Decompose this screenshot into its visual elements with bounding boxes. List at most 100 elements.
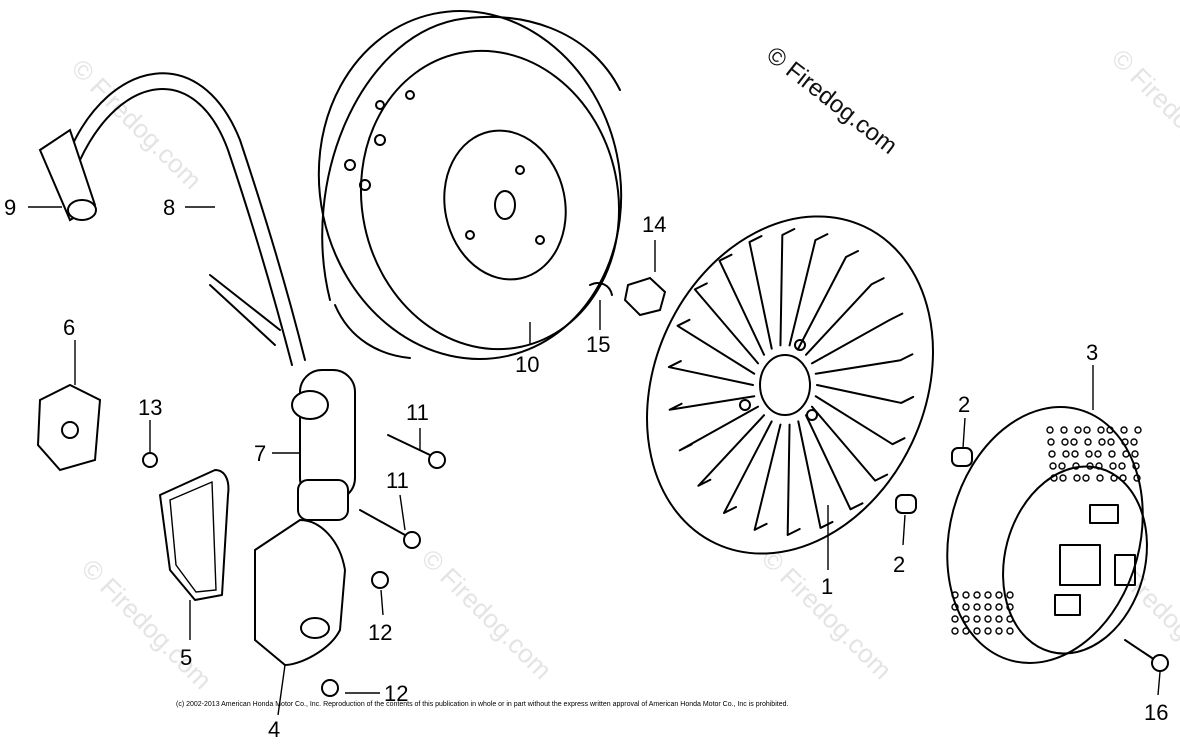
fan-blade: [797, 249, 859, 350]
pulley-vent-hole: [984, 615, 992, 623]
pulley-vent-hole: [1131, 450, 1139, 458]
pulley-vent-hole: [951, 603, 959, 611]
callout-7: 7: [254, 441, 266, 466]
pulley-vent-hole: [951, 591, 959, 599]
fan-blade: [676, 318, 756, 375]
fan-blade: [668, 395, 756, 411]
callout-12: 12: [384, 681, 408, 706]
fan-blade: [814, 395, 906, 446]
pulley-vent-hole: [995, 591, 1003, 599]
flywheel-part-10: [317, 10, 623, 360]
pulley-vent-hole: [995, 627, 1003, 635]
pulley-vent-hole: [973, 615, 981, 623]
pulley-vent-hole: [1050, 474, 1058, 482]
pulley-vent-hole: [1072, 462, 1080, 470]
watermark-faint: © Firedog.com: [756, 543, 898, 685]
pulley-vent-hole: [1134, 426, 1142, 434]
fan-blade: [804, 414, 864, 511]
pulley-vent-hole: [1082, 474, 1090, 482]
callout-3: 3: [1086, 340, 1098, 365]
callout-1: 1: [821, 574, 833, 599]
fan-blade: [816, 384, 915, 404]
pulley-vent-hole: [1046, 426, 1054, 434]
callout-12: 12: [368, 620, 392, 645]
callout-14: 14: [642, 212, 666, 237]
pulley-vent-hole: [1048, 450, 1056, 458]
pulley-vent-hole: [973, 591, 981, 599]
pulley-vent-hole: [962, 591, 970, 599]
pulley-vent-hole: [1094, 450, 1102, 458]
pulley-vent-hole: [1132, 462, 1140, 470]
pulley-vent-hole: [1097, 426, 1105, 434]
fan-blade: [804, 277, 885, 356]
callout-5: 5: [180, 645, 192, 670]
callout-4: 4: [268, 717, 280, 742]
pulley-vent-hole: [1109, 462, 1117, 470]
fan-blade: [723, 420, 773, 515]
leader-lines: [28, 206, 1161, 716]
pulley-vent-hole: [1047, 438, 1055, 446]
breaker-cover-part-4: [254, 518, 347, 667]
pulley-vent-hole: [1060, 426, 1068, 434]
callout-2: 2: [958, 392, 970, 417]
pulley-vent-hole: [1110, 474, 1118, 482]
fan-blade: [810, 312, 904, 365]
pulley-vent-hole: [1119, 474, 1127, 482]
watermark-main: © Firedog.com: [761, 41, 902, 159]
pulley-vent-hole: [1133, 474, 1141, 482]
fan-blade: [788, 233, 829, 347]
watermark-faint: © Firedog.com: [416, 543, 558, 685]
pulley-vent-hole: [1061, 438, 1069, 446]
fan-blade: [693, 282, 760, 365]
fan-blade: [718, 253, 766, 356]
ignition-coil-part-7: [291, 369, 356, 521]
fan-blade: [748, 235, 773, 350]
watermark-faint: © Firedog.com: [76, 553, 218, 695]
callout-11: 11: [386, 468, 409, 493]
callout-9: 9: [4, 195, 16, 220]
pulley-vent-hole: [1071, 450, 1079, 458]
copyright-notice: (c) 2002-2013 American Honda Motor Co., …: [176, 701, 788, 708]
contact-breaker-part-6: [36, 383, 102, 472]
callout-labels: 9 8 6 7 13 5 4 10 15 14 11 11 12 12 1 2 …: [4, 195, 1168, 742]
pulley-vent-hole: [1083, 426, 1091, 434]
pulley-vent-hole: [1106, 426, 1114, 434]
pulley-vent-hole: [995, 603, 1003, 611]
callout-13: 13: [138, 395, 162, 420]
pulley-vent-hole: [1058, 462, 1066, 470]
pulley-vent-hole: [962, 603, 970, 611]
pulley-vent-hole: [1006, 627, 1014, 635]
pulley-vent-hole: [995, 615, 1003, 623]
pulley-vent-hole: [1122, 450, 1130, 458]
watermark-faint: © Firedog.com: [1106, 43, 1180, 185]
pulley-vent-hole: [1006, 603, 1014, 611]
pulley-vent-hole: [984, 627, 992, 635]
pulley-vent-hole: [973, 627, 981, 635]
callout-2: 2: [893, 552, 905, 577]
callout-11: 11: [406, 400, 429, 425]
pulley-vent-hole: [1049, 462, 1057, 470]
pulley-vent-hole: [1095, 462, 1103, 470]
bolts-and-nuts: [142, 276, 1169, 697]
pulley-vent-hole: [1120, 426, 1128, 434]
callout-15: 15: [586, 332, 610, 357]
pulley-vent-hole: [973, 603, 981, 611]
pulley-vent-hole: [1098, 438, 1106, 446]
pulley-vent-hole: [1130, 438, 1138, 446]
plug-cap-part-9: [38, 128, 97, 222]
fan-blade: [667, 360, 754, 386]
pulley-vent-hole: [984, 591, 992, 599]
fan-blade: [697, 414, 766, 487]
pulley-vent-hole: [984, 603, 992, 611]
callout-8: 8: [163, 195, 175, 220]
cooling-fan-part-1: [646, 215, 934, 555]
pulley-vent-hole: [1006, 615, 1014, 623]
pulley-vent-hole: [1070, 438, 1078, 446]
pulley-vent-hole: [1006, 591, 1014, 599]
fan-blade: [786, 423, 801, 536]
callout-10: 10: [515, 352, 539, 377]
pulley-vent-hole: [962, 627, 970, 635]
pulley-vent-hole: [1059, 474, 1067, 482]
